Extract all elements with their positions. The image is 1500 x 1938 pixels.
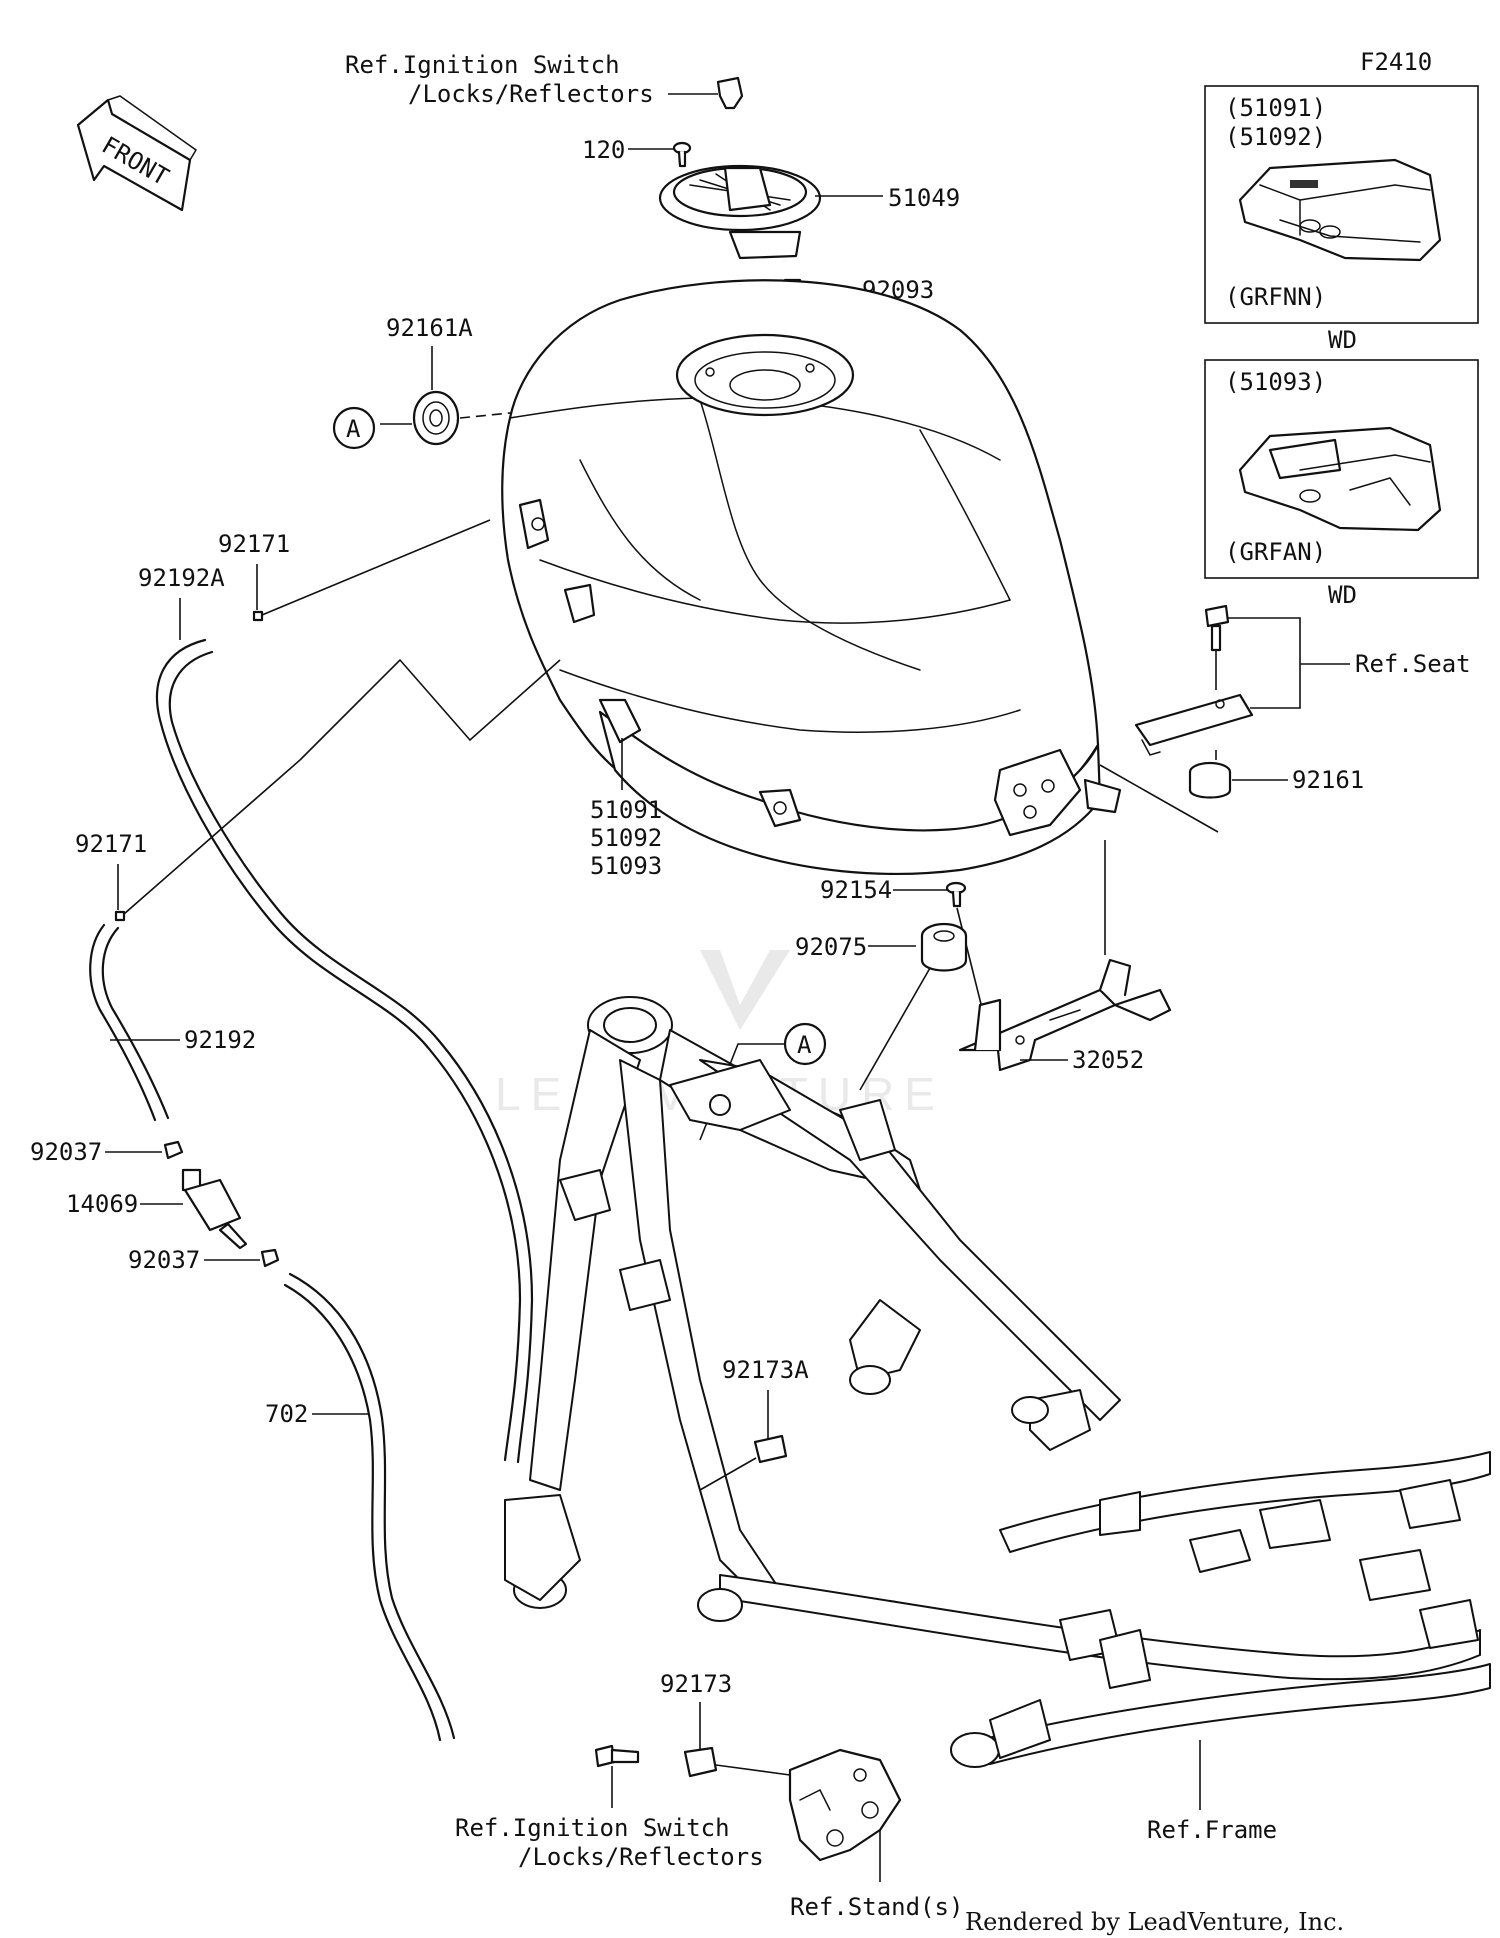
variant-box-1: (51091) (51092) (GRFNN) — [1204, 85, 1479, 324]
ref-stands-label: Ref.Stand(s) — [790, 1893, 963, 1921]
ref-ignition-bottom-line1: Ref.Ignition Switch — [455, 1814, 730, 1842]
diagram-code: F2410 — [1360, 48, 1432, 76]
part-92192A-label: 92192A — [138, 564, 225, 592]
callout-marker-a: A — [783, 1022, 827, 1066]
part-702-label: 702 — [265, 1400, 308, 1428]
damper-92075 — [920, 922, 968, 972]
part-92173A-label: 92173A — [722, 1356, 809, 1384]
part-92154-label: 92154 — [820, 876, 892, 904]
hose-clamp-icon — [260, 1248, 280, 1268]
motorcycle-frame — [504, 996, 1491, 1768]
ref-ignition-top-line2: /Locks/Reflectors — [408, 80, 654, 108]
grommet-92161A — [412, 390, 460, 446]
fuel-cap-51049 — [658, 164, 822, 260]
nut-92173 — [683, 1746, 718, 1778]
ref-frame-label: Ref.Frame — [1147, 1816, 1277, 1844]
part-51093-label: 51093 — [590, 852, 662, 880]
screw-icon — [672, 141, 692, 168]
variant-code: (51093) — [1225, 368, 1326, 396]
part-14069-label: 14069 — [66, 1190, 138, 1218]
ref-seat-label: Ref.Seat — [1355, 650, 1471, 678]
fuel-filter-14069 — [181, 1168, 248, 1250]
variant-box-2: (51093) (GRFAN) — [1204, 359, 1479, 579]
variant-footer: WD — [1328, 581, 1357, 609]
ref-ignition-top-line1: Ref.Ignition Switch — [345, 51, 620, 79]
part-32052-label: 32052 — [1072, 1046, 1144, 1074]
hose-92192A — [155, 638, 534, 1464]
grommet-92161 — [1188, 761, 1232, 799]
hose-92192 — [89, 923, 170, 1122]
stand-bracket — [788, 1748, 902, 1862]
seat-plate — [1134, 693, 1254, 756]
variant-code: (51092) — [1225, 123, 1326, 151]
variant-color-code: (GRFNN) — [1225, 283, 1326, 311]
ref-ignition-bottom-line2: /Locks/Reflectors — [518, 1843, 764, 1871]
part-51049-label: 51049 — [888, 184, 960, 212]
screw-icon — [945, 881, 967, 908]
bolt-icon — [716, 76, 744, 110]
part-51092-label: 51092 — [590, 824, 662, 852]
part-92173-label: 92173 — [660, 1670, 732, 1698]
part-92192-label: 92192 — [184, 1026, 256, 1054]
part-120-label: 120 — [582, 136, 625, 164]
seat-bolt-icon — [1204, 604, 1230, 652]
svg-text:A: A — [346, 415, 361, 443]
part-92075-label: 92075 — [795, 933, 867, 961]
part-92171-label-b: 92171 — [75, 830, 147, 858]
part-92161-label: 92161 — [1292, 766, 1364, 794]
bolt-icon — [594, 1744, 640, 1768]
part-92171-label-a: 92171 — [218, 530, 290, 558]
part-51091-label: 51091 — [590, 796, 662, 824]
callout-marker-a: A — [332, 406, 376, 450]
tank-cover-illustration — [1238, 158, 1442, 262]
part-92037-label-b: 92037 — [128, 1246, 200, 1274]
credit-text: Rendered by LeadVenture, Inc. — [965, 1908, 1344, 1936]
part-92037-label-a: 92037 — [30, 1138, 102, 1166]
hose-clamp-icon — [163, 1140, 184, 1160]
variant-color-code: (GRFAN) — [1225, 538, 1326, 566]
part-92161A-label: 92161A — [386, 314, 473, 342]
fuel-tank — [501, 279, 1122, 876]
hose-702 — [283, 1272, 456, 1742]
nut-92173A — [753, 1434, 788, 1464]
tank-cover-illustration — [1238, 426, 1442, 532]
variant-footer: WD — [1328, 326, 1357, 354]
variant-code: (51091) — [1225, 94, 1326, 122]
bracket-32052 — [958, 958, 1172, 1072]
front-arrow-icon: FRONT — [76, 95, 198, 212]
svg-text:A: A — [797, 1031, 812, 1059]
